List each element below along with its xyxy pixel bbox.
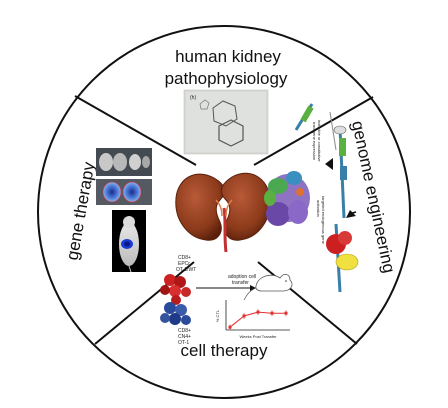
cells-top-1: CD8+	[178, 255, 191, 261]
divider-lower-left	[94, 261, 195, 345]
organ-photo-top	[96, 148, 152, 176]
transfer-text-2: transfer	[232, 280, 249, 286]
transfer-text-1: adoption cell	[228, 274, 256, 280]
cells-bottom-1: CD8+	[178, 328, 191, 334]
chart-ylabel: % CTL	[215, 309, 220, 322]
ureter	[222, 207, 228, 253]
genome-label: genome engineering	[348, 119, 399, 275]
protein-structure	[264, 171, 310, 226]
genome-text-4: activation	[316, 200, 321, 217]
crystal-micrograph: (h)	[183, 89, 269, 155]
outer-circle	[37, 25, 411, 399]
gene-therapy-label: gene therapy	[63, 160, 99, 262]
organ-photo-luminescence	[96, 179, 152, 205]
chart-xlabel: Weeks Post Transfer	[239, 334, 277, 339]
section-kidney-pathophysiology: human kidney pathophysiology (h)	[165, 47, 288, 155]
cells-bottom-2: CN4+	[178, 334, 191, 340]
transfer-arrow	[196, 285, 256, 291]
cell-therapy-label: cell therapy	[181, 341, 268, 360]
cells-top-3: OT-1/WT	[176, 267, 196, 273]
divider-upper-right	[253, 96, 374, 166]
genome-text-1: inducible or constitutive	[317, 120, 322, 162]
section-gene-therapy: gene therapy	[63, 148, 152, 273]
genome-text-2: transgene expression	[312, 122, 317, 160]
cell-cluster-red	[160, 274, 191, 305]
divider-upper-left	[74, 95, 197, 166]
activator-protein	[326, 231, 359, 271]
section-genome-engineering: genome engineering inducible or const	[264, 103, 399, 293]
kidney-label-line2: pathophysiology	[165, 69, 288, 88]
chart-axes	[225, 300, 290, 331]
genome-text-3: targeted endogenous gene	[321, 196, 326, 245]
mouse-imaging	[112, 210, 146, 273]
cell-cluster-blue	[160, 302, 191, 325]
cells-bottom-3: OT-1	[178, 340, 189, 346]
svg-text:(h): (h)	[190, 95, 196, 101]
cells-top-2: EPCr	[178, 261, 190, 267]
divider-lower-right	[257, 261, 358, 345]
cell-therapy-chart: Weeks Post Transfer % CTL	[215, 300, 290, 339]
mouse-icon	[243, 274, 293, 301]
section-cell-therapy: cell therapy CD8+ EPCr OT-1/WT CD8+ CN4+…	[160, 255, 293, 360]
kidney-icon	[175, 172, 271, 253]
kidney-label-line1: human kidney	[175, 47, 281, 66]
